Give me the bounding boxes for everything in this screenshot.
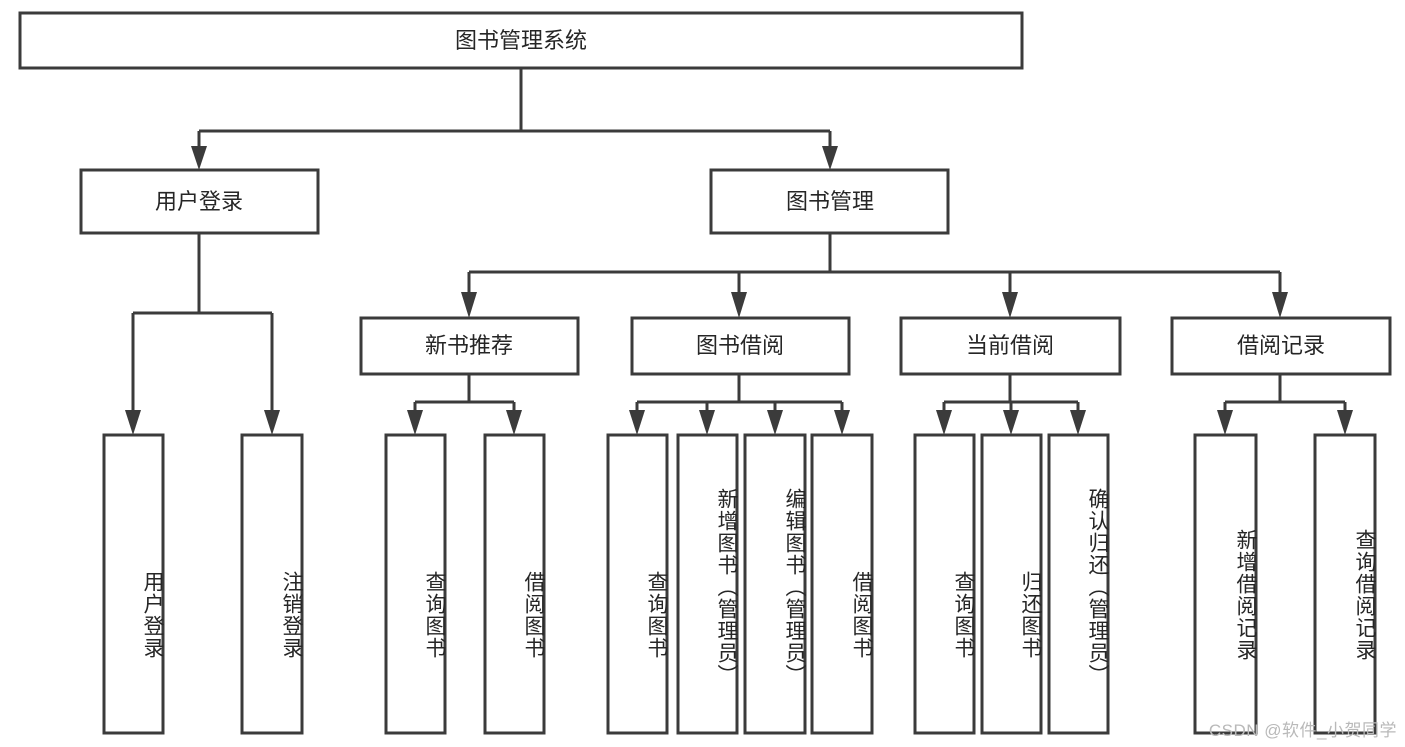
node-label-book-management: 图书管理 [786, 189, 874, 214]
node-box-leaf-borrow-3[interactable] [743, 433, 807, 735]
arrowhead-bookmgmt [822, 146, 838, 170]
node-label-new-book-recommend: 新书推荐 [425, 333, 513, 358]
arrowhead-mid-4 [1272, 292, 1288, 318]
node-box-leaf-user-login-2[interactable] [240, 433, 304, 735]
watermark-text: CSDN @软件_小贺同学 [1208, 721, 1397, 740]
node-label-borrow-record: 借阅记录 [1237, 333, 1325, 358]
arrowhead-leaf-user-login-1 [125, 410, 141, 435]
arrowhead-userlogin [191, 146, 207, 170]
connector-group [125, 68, 1353, 435]
arrowhead-mid-3 [1002, 292, 1018, 318]
arrowhead-leaf-borrow-2 [699, 410, 715, 435]
node-box-leaf-borrow-4[interactable] [810, 433, 874, 735]
arrowhead-leaf-current-1 [936, 410, 952, 435]
node-box-borrow-record[interactable] [1170, 316, 1392, 376]
node-box-leaf-newbook-2[interactable] [483, 433, 546, 735]
arrowhead-mid-1 [461, 292, 477, 318]
node-label-root: 图书管理系统 [455, 28, 587, 53]
node-box-leaf-user-login-1[interactable] [102, 433, 165, 735]
arrowhead-leaf-record-2 [1337, 410, 1353, 435]
node-box-leaf-current-1[interactable] [913, 433, 976, 735]
node-box-leaf-record-2[interactable] [1313, 433, 1377, 735]
node-box-user-login[interactable] [79, 168, 320, 235]
node-box-leaf-record-1[interactable] [1193, 433, 1258, 735]
arrowhead-leaf-newbook-1 [407, 410, 423, 435]
node-box-book-borrow[interactable] [630, 316, 851, 376]
arrowhead-leaf-current-2 [1003, 410, 1019, 435]
arrowhead-leaf-borrow-3 [767, 410, 783, 435]
arrowhead-leaf-user-login-2 [264, 410, 280, 435]
arrowhead-leaf-borrow-1 [629, 410, 645, 435]
node-box-leaf-current-2[interactable] [980, 433, 1043, 735]
arrowhead-mid-2 [731, 292, 747, 318]
arrowhead-leaf-record-1 [1217, 410, 1233, 435]
arrowhead-leaf-current-3 [1070, 410, 1086, 435]
node-box-leaf-borrow-2[interactable] [676, 433, 739, 735]
node-box-leaf-borrow-1[interactable] [606, 433, 669, 735]
node-box-book-management[interactable] [709, 168, 950, 235]
node-box-root[interactable] [18, 11, 1024, 70]
arrowhead-leaf-newbook-2 [506, 410, 522, 435]
node-label-current-borrow: 当前借阅 [966, 333, 1054, 358]
node-box-leaf-current-3[interactable] [1047, 433, 1110, 735]
node-box-current-borrow[interactable] [899, 316, 1122, 376]
node-box-leaf-newbook-1[interactable] [384, 433, 447, 735]
node-label-book-borrow: 图书借阅 [696, 333, 784, 358]
node-box-new-book-recommend[interactable] [359, 316, 580, 376]
arrowhead-leaf-borrow-4 [834, 410, 850, 435]
node-label-user-login: 用户登录 [155, 189, 243, 214]
